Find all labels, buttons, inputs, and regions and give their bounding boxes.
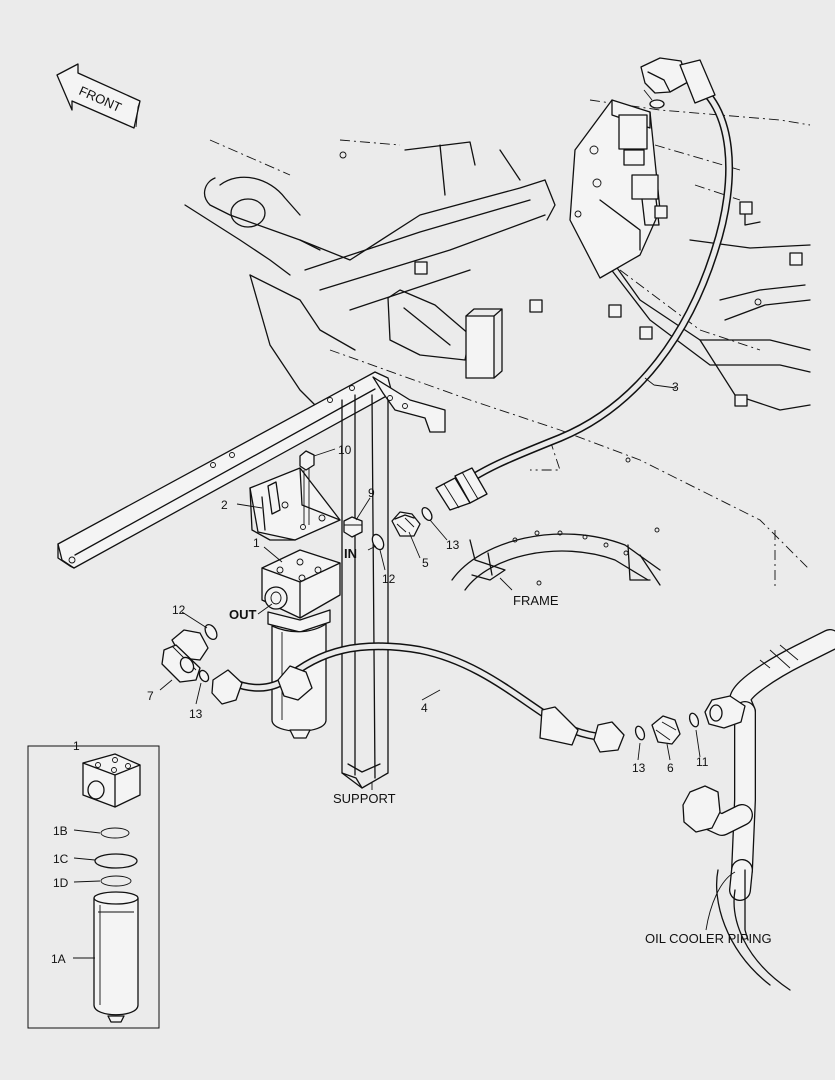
filter-bracket	[249, 467, 341, 541]
callout-9: 9	[368, 486, 375, 500]
callout-1: 1	[253, 536, 260, 550]
callout-12-upper: 12	[382, 572, 396, 586]
hose-4	[211, 642, 625, 753]
inset-label-1a: 1A	[51, 952, 66, 966]
o-ring-13-upper	[421, 506, 433, 522]
oil-filter-assembly	[261, 549, 341, 739]
callout-4: 4	[421, 701, 428, 715]
frame-bolts	[339, 151, 803, 407]
inset-label-1c: 1C	[53, 852, 69, 866]
connector-6	[651, 715, 681, 745]
callout-5: 5	[422, 556, 429, 570]
front-direction-arrow: FRONT	[56, 63, 141, 129]
o-ring-13-left	[198, 669, 210, 683]
hose-3	[435, 59, 734, 511]
inset-labels: 1 1B 1C 1D 1A	[51, 739, 80, 966]
callout-3: 3	[672, 380, 679, 394]
o-ring-11	[688, 712, 700, 728]
callout-2: 2	[221, 498, 228, 512]
callout-leaders	[159, 377, 736, 931]
callout-13-left: 13	[189, 707, 203, 721]
diagram-labels: IN OUT FRAME SUPPORT OIL COOLER PIPING	[229, 546, 772, 946]
connector-9	[343, 516, 363, 538]
callout-11: 11	[696, 755, 709, 769]
callout-13-upper: 13	[446, 538, 460, 552]
oil-cooler-piping-label: OIL COOLER PIPING	[645, 931, 772, 946]
bolt-10	[299, 450, 315, 525]
oil-cooler-piping	[682, 629, 835, 991]
adapter-5	[391, 511, 421, 537]
frame-label: FRAME	[513, 593, 559, 608]
support-label: SUPPORT	[333, 791, 396, 806]
inset-title: 1	[73, 739, 80, 753]
inset-label-1d: 1D	[53, 876, 69, 890]
inset-label-1b: 1B	[53, 824, 68, 838]
callout-10: 10	[338, 443, 352, 457]
o-ring-12-upper	[371, 533, 385, 551]
in-label: IN	[344, 546, 357, 561]
turntable-ring	[451, 457, 661, 591]
callout-12-lower: 12	[172, 603, 186, 617]
inset-filter-breakdown	[27, 745, 160, 1029]
callout-6: 6	[667, 761, 674, 775]
o-ring-13-right	[634, 725, 646, 741]
o-ring-12-lower	[204, 623, 218, 641]
elbow-7	[161, 629, 209, 683]
out-label: OUT	[229, 607, 257, 622]
hose-3-upper-fitting	[640, 57, 689, 109]
control-valve-block	[569, 99, 668, 279]
frame-structure	[184, 99, 811, 590]
callout-7: 7	[147, 689, 154, 703]
callout-13-right: 13	[632, 761, 646, 775]
callout-numbers: 10 2 1 9 12 5 13 3 12 7 13 4 13 6 11	[147, 380, 709, 775]
